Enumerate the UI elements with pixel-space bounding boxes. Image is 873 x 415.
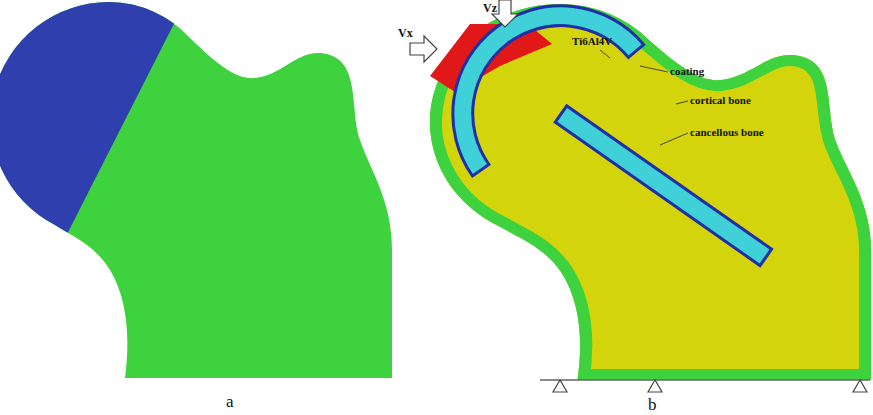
- vx-arrow: [410, 36, 437, 62]
- supports: [540, 380, 870, 392]
- part-label: Ti6Al4V: [572, 36, 612, 47]
- femoral-head: [0, 0, 182, 248]
- load-label: Vz: [483, 2, 497, 14]
- implant: [453, 6, 772, 266]
- implant-stem: [555, 106, 771, 266]
- leader-lines: [600, 50, 688, 145]
- part-label: cancellous bone: [690, 127, 764, 138]
- cortical-bone: [430, 4, 871, 380]
- load-label: Vx: [398, 27, 413, 39]
- femur-model-a: [0, 0, 392, 378]
- part-label: coating: [670, 66, 704, 77]
- panel-letter: a: [226, 393, 234, 410]
- panel-letter: b: [648, 396, 657, 413]
- part-label: cortical bone: [690, 95, 751, 106]
- cancellous-bone: [430, 4, 871, 380]
- femur-section-b: [430, 4, 871, 380]
